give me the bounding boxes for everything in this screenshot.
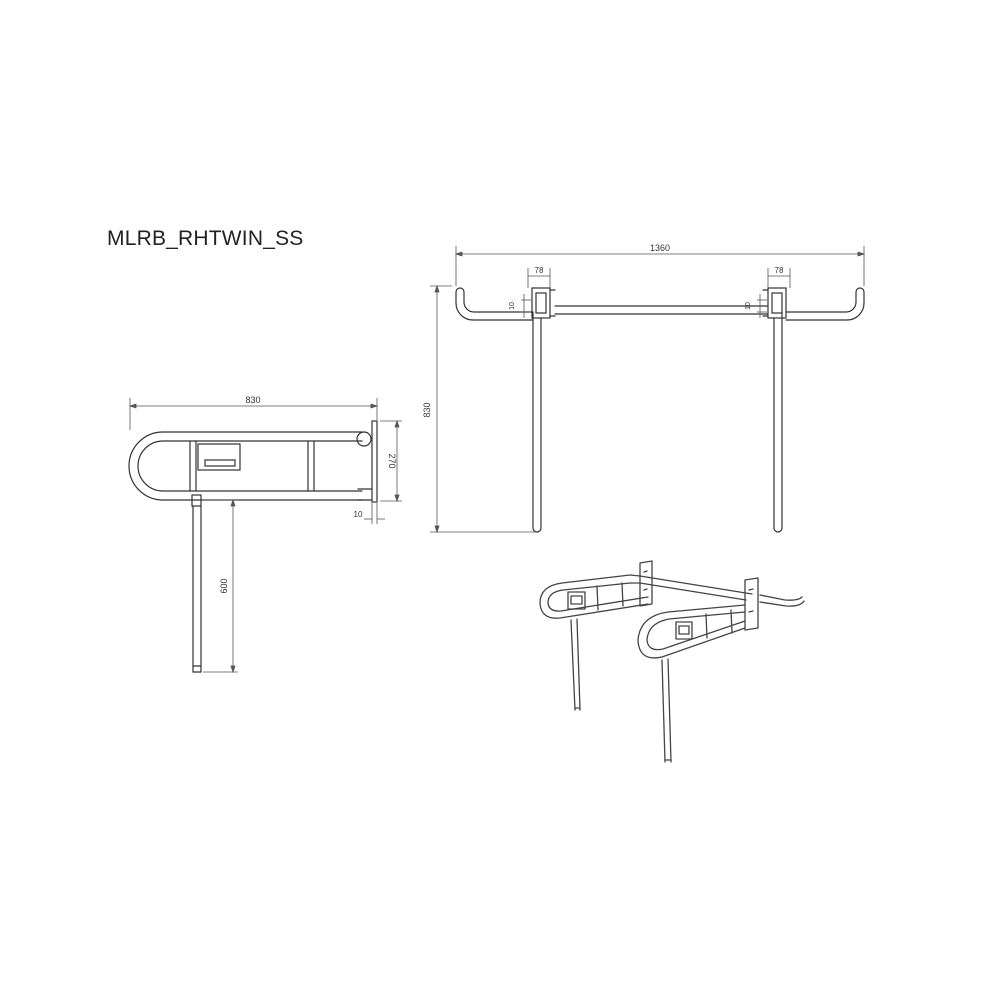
side-plate-thickness-label: 10 xyxy=(354,510,363,519)
iso-left-roll-inner xyxy=(570,595,583,605)
iso-right-wall-plate xyxy=(744,577,759,631)
front-left-bracket-inner xyxy=(535,292,547,314)
front-left-leg-foot xyxy=(532,527,542,533)
side-wall-plate xyxy=(371,420,378,503)
front-right-hook-cap xyxy=(855,287,865,293)
front-right-leg-foot xyxy=(773,527,783,533)
iso-left-leg-b xyxy=(576,618,581,711)
iso-left-wall-plate xyxy=(639,560,653,607)
iso-right-bar-lower xyxy=(646,611,746,651)
side-pivot-disc xyxy=(356,431,372,447)
front-right-bracket-inner xyxy=(771,292,783,314)
iso-right-fixing xyxy=(748,588,754,591)
front-total-height-label: 830 xyxy=(422,402,432,417)
iso-right-leg-a xyxy=(661,659,666,763)
iso-right-leg-b xyxy=(667,658,672,763)
front-right-hook-inner xyxy=(785,291,857,313)
front-span-label: 1360 xyxy=(650,243,670,253)
iso-left-fixing xyxy=(643,570,648,573)
side-view xyxy=(128,420,378,673)
iso-left-bar-upper xyxy=(539,574,649,619)
front-left-offset-label: 78 xyxy=(535,266,544,275)
iso-left-roll-holder xyxy=(567,591,586,610)
iso-right-spacer-a xyxy=(705,613,708,639)
side-height-label: 270 xyxy=(387,453,397,468)
iso-right-extension-a xyxy=(759,594,803,601)
side-bracket-lower xyxy=(357,488,373,501)
front-right-bracket-plate xyxy=(767,287,787,319)
model-code-title: MLRB_RHTWIN_SS xyxy=(107,227,304,250)
side-bar-inner xyxy=(137,440,363,492)
iso-right-bar-upper xyxy=(637,604,746,659)
side-roll-holder-frame xyxy=(197,443,241,471)
iso-right-extension-b xyxy=(759,600,805,607)
iso-right-roll-holder xyxy=(675,621,693,640)
iso-top-bar-b xyxy=(629,582,747,601)
iso-right-roll-inner xyxy=(678,625,690,635)
front-left-hook-inner xyxy=(463,291,534,313)
front-right-offset-label: 78 xyxy=(775,266,784,275)
side-width-label: 830 xyxy=(245,395,260,405)
iso-right-fixing-2 xyxy=(748,610,754,613)
side-roll-holder-bar xyxy=(204,459,236,467)
side-view-dimensions xyxy=(128,398,402,674)
iso-left-spacer-b xyxy=(621,582,624,607)
front-view xyxy=(455,287,865,533)
front-view-dimensions xyxy=(430,246,866,534)
side-leg-hinge xyxy=(191,494,202,507)
iso-right-spacer-b xyxy=(730,609,733,634)
side-leg-length-label: 600 xyxy=(219,578,229,593)
front-left-hook-cap xyxy=(455,287,465,293)
front-right-gap-label: 10 xyxy=(745,302,752,310)
iso-left-fixing-2 xyxy=(643,588,648,591)
front-left-gap-label: 10 xyxy=(509,302,516,310)
side-bar-outer xyxy=(128,431,363,501)
isometric-view xyxy=(539,560,805,763)
iso-left-spacer-a xyxy=(596,585,599,611)
front-left-hook-outer xyxy=(455,291,534,321)
iso-left-bar-lower xyxy=(547,582,649,612)
front-right-hook-outer xyxy=(785,291,865,321)
iso-top-bar-a xyxy=(629,574,753,595)
iso-left-leg-a xyxy=(570,619,576,711)
